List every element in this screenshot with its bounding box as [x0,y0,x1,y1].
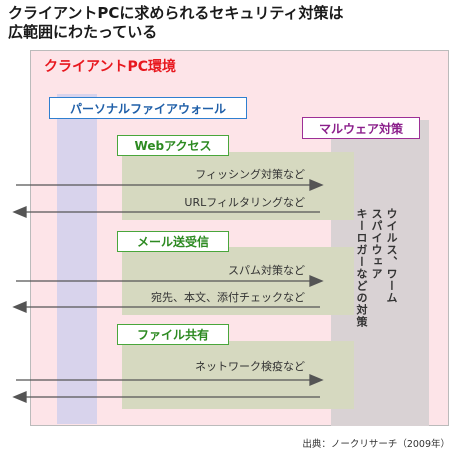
file-outbound-arrowhead [12,391,27,403]
malware-label: マルウェア対策 [302,117,420,139]
mail-inbound-arrowhead [309,275,324,287]
file-inbound-arrowhead [309,374,324,386]
mail-outbound-text: 宛先、本文、添付チェックなど [151,291,305,304]
mail-label: メール送受信 [117,231,229,252]
malware-line-3: キーロガーなどの対策 [355,208,368,328]
firewall-label: パーソナルファイアウォール [49,97,247,119]
web-inbound-arrowhead [309,179,324,191]
file-inbound-text: ネットワーク検疫など [195,360,305,373]
web-outbound-arrowhead [12,206,27,218]
source-credit: 出典：ノークリサーチ（2009年） [302,439,450,450]
title-line-2: 広範囲にわたっている [8,23,158,41]
title-line-1: クライアントPCに求められるセキュリティ対策は [8,4,344,22]
web-outbound-text: URLフィルタリングなど [184,196,305,209]
malware-line-1: ウイルス、ワーム [385,208,398,304]
web-access-label: Webアクセス [117,135,229,156]
file-sharing-label: ファイル共有 [117,324,229,345]
client-pc-environment-label: クライアントPC環境 [44,59,176,75]
web-inbound-text: フィッシング対策など [195,168,305,181]
mail-inbound-text: スパム対策など [228,264,305,277]
mail-outbound-arrowhead [12,301,27,313]
file-sharing-section-bg [122,341,354,409]
diagram-title: クライアントPCに求められるセキュリティ対策は 広範囲にわたっている [8,4,408,42]
malware-line-2: スパイウェア [370,208,383,280]
firewall-column [57,94,97,424]
malware-description: ウイルス、ワーム スパイウェア キーロガーなどの対策 [354,208,399,348]
